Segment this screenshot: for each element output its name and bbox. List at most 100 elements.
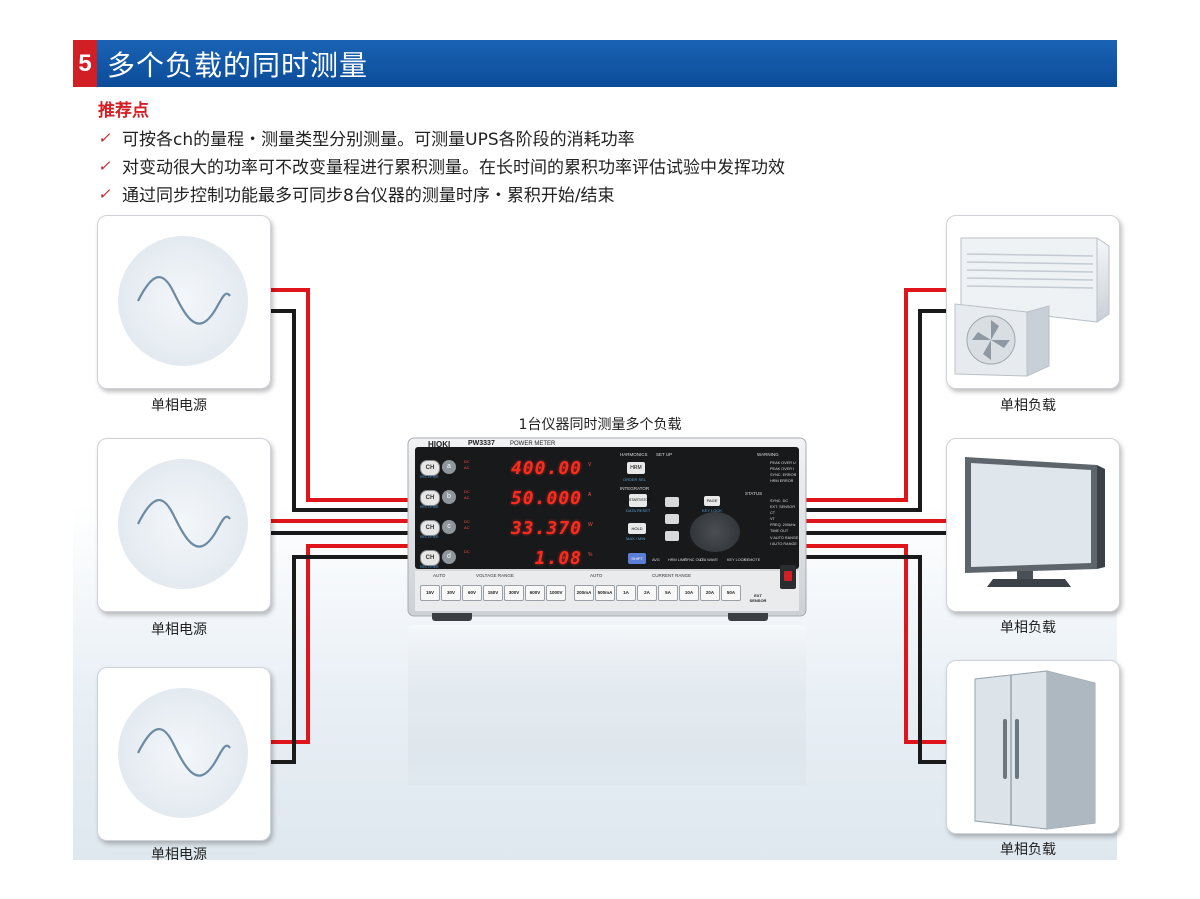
channel-button[interactable]: CH (420, 550, 440, 566)
reading-unit: A (588, 492, 592, 498)
setup-label: SET UP (656, 452, 673, 457)
function-key-label: REMOTE (744, 558, 761, 562)
check-icon: ✓ (98, 184, 111, 203)
range-key[interactable]: 1000V (546, 585, 566, 601)
range-tag: DC (464, 519, 470, 524)
warning-item: PEAK OVER U (770, 461, 796, 465)
load-caption: 单相负载 (1000, 842, 1056, 858)
range-tag: AC (464, 465, 470, 470)
source-caption: 单相电源 (151, 398, 207, 414)
range-tag: DC (464, 549, 470, 554)
meter-brand: HIOKI (428, 440, 451, 449)
setup-button[interactable] (665, 531, 679, 541)
range-key[interactable]: 1A (616, 585, 636, 601)
range-tag: DC (464, 459, 470, 464)
function-key-label: D/A WAVE (700, 558, 718, 562)
power-switch[interactable] (780, 565, 796, 589)
warning-label: WARNING (757, 452, 779, 457)
wire-black (270, 555, 410, 764)
recommend-point-text: 可按各ch的量程・测量类型分别测量。可测量UPS各阶段的消耗功率 (122, 130, 635, 150)
channel-letter-badge: c (442, 520, 456, 534)
function-key-label: HRM LIMIT (668, 558, 688, 562)
range-key[interactable]: 60V (462, 585, 482, 601)
television-icon (965, 457, 1105, 587)
rectifier-label: RECTIFIER (420, 505, 439, 509)
led-reading: 33.370 (510, 518, 582, 539)
meter-model: PW3337 (468, 440, 495, 447)
sine-wave-icon (137, 498, 231, 548)
meter-foot (432, 613, 472, 621)
range-key[interactable]: 2A (637, 585, 657, 601)
voltage-auto-label: AUTO (433, 573, 446, 578)
start-stop-button[interactable]: START/STOP (629, 494, 651, 507)
warning-item: SYNC. ERROR (770, 473, 797, 477)
page-button[interactable]: PAGE (704, 496, 720, 506)
recommend-point: ✓ 对变动很大的功率可不改变量程进行累积测量。在长时间的累积功率评估试验中发挥功… (98, 153, 785, 179)
meter-product: POWER METER (510, 441, 556, 447)
wire-red (270, 544, 410, 744)
range-key[interactable]: 5A (658, 585, 678, 601)
load-panel-air-conditioner (946, 215, 1120, 389)
channel-button[interactable]: CH (420, 460, 440, 476)
range-key[interactable]: 600V (525, 585, 545, 601)
function-key-label: SYNC OUT (684, 558, 704, 562)
data-reset-label: DATA RESET (626, 508, 651, 513)
auto-range-lamp-label: I AUTO RANGE (770, 542, 797, 546)
channel-letter-badge: b (442, 490, 456, 504)
current-range-label: CURRENT RANGE (652, 573, 692, 578)
power-source-panel (97, 667, 271, 841)
source-caption: 单相电源 (151, 622, 207, 638)
range-key[interactable]: 50A (721, 585, 741, 601)
led-reading: 1.08 (534, 548, 582, 569)
led-reading: 400.00 (510, 458, 582, 479)
ac-source-icon (118, 236, 248, 366)
function-key-label: KEY LOCK (727, 558, 746, 562)
voltage-range-label: VOLTAGE RANGE (476, 573, 514, 578)
range-tag: DC (464, 489, 470, 494)
auto-range-lamp-label: V AUTO RANGE (770, 536, 799, 540)
channel-button[interactable]: CH (420, 520, 440, 536)
load-panel-television (946, 438, 1120, 612)
recommend-point: ✓ 可按各ch的量程・测量类型分别测量。可测量UPS各阶段的消耗功率 (98, 125, 635, 151)
setup-button[interactable] (665, 514, 679, 524)
load-caption: 单相负载 (1000, 398, 1056, 414)
wire-red (270, 288, 410, 502)
wire-black (270, 309, 410, 512)
recommend-point: ✓ 通过同步控制功能最多可同步8台仪器的测量时序・累积开始/结束 (98, 181, 615, 207)
order-sel-label: ORDER SEL (623, 477, 647, 482)
status-item: VT (770, 517, 775, 521)
range-key[interactable]: 10A (679, 585, 699, 601)
integrator-label: INTEGRATOR (620, 486, 650, 491)
rectifier-label: RECTIFIER (420, 565, 439, 569)
range-key[interactable]: 300V (504, 585, 524, 601)
shift-button[interactable]: SHIFT (628, 553, 646, 564)
function-key-label: AVG (652, 558, 660, 562)
source-caption: 单相电源 (151, 847, 207, 863)
section-title: 多个负载的同时测量 (107, 48, 369, 82)
wire-red (806, 288, 946, 502)
setup-button[interactable] (665, 497, 679, 507)
hold-button[interactable]: HOLD (628, 523, 646, 534)
max-min-label: MAX / MIN (626, 536, 646, 541)
led-reading: 50.000 (510, 488, 582, 509)
load-caption: 单相负载 (1000, 620, 1056, 636)
range-key[interactable]: 500mA (595, 585, 615, 601)
range-key[interactable]: 15V (420, 585, 440, 601)
channel-button[interactable]: CH (420, 490, 440, 506)
ac-source-icon (118, 459, 248, 589)
recommend-point-text: 对变动很大的功率可不改变量程进行累积测量。在长时间的累积功率评估试验中发挥功效 (122, 158, 785, 178)
cursor-pad[interactable] (690, 512, 740, 552)
channel-letter-badge: a (442, 460, 456, 474)
air-conditioner-icon (954, 237, 1110, 377)
reading-unit: V (588, 462, 592, 468)
range-key[interactable]: 200mA (574, 585, 594, 601)
hrm-button[interactable]: HRM (627, 462, 645, 474)
range-key[interactable]: 20A (700, 585, 720, 601)
power-source-panel (97, 438, 271, 612)
rectifier-label: RECTIFIER (420, 475, 439, 479)
range-key[interactable]: 30V (441, 585, 461, 601)
range-key[interactable]: 150V (483, 585, 503, 601)
sine-wave-icon (137, 275, 231, 325)
reflection-fade (408, 625, 806, 785)
section-header-bar (73, 40, 1117, 87)
